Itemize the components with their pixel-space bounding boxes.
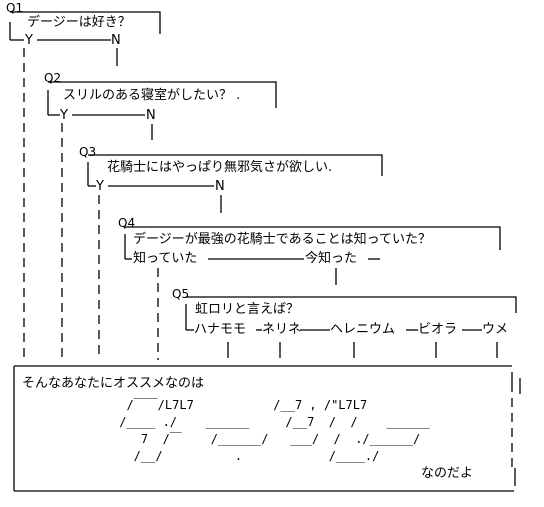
- q5-id: Q5: [172, 287, 190, 301]
- q5-option-viola: ビオラ: [418, 322, 458, 337]
- q5-box: [186, 296, 517, 313]
- q2-text: スリルのある寝室がしたい？ .: [63, 88, 241, 103]
- art-line: 7 /￣ /______/ ___/ / ./______/: [112, 432, 421, 446]
- q3-yes-label: Y: [96, 179, 104, 194]
- q4-text: デージーが最強の花騎士であることは知っていた？: [133, 232, 431, 247]
- q1-id: Q1: [6, 1, 24, 15]
- q2-yes-label: Y: [60, 108, 68, 123]
- q1-no-label: N: [111, 33, 121, 48]
- result-intro: そんなあなたにオススメなのは: [22, 376, 205, 391]
- q3-text: 花騎士にはやっぱり無邪気さが欲しい.: [107, 160, 333, 175]
- result-outro: なのだよ: [421, 466, 474, 481]
- q3-id: Q3: [79, 145, 97, 159]
- q2-box: [48, 81, 277, 108]
- q2-no-label: N: [146, 108, 156, 123]
- q4-box: [125, 226, 501, 250]
- art-line: /__/ . /____./: [112, 449, 380, 463]
- q4-yes-label: 知っていた: [133, 251, 198, 266]
- q4-id: Q4: [118, 216, 136, 230]
- q1-box: [10, 11, 161, 34]
- q2-id: Q2: [44, 71, 62, 85]
- q1-text: デージーは好き？: [27, 15, 131, 30]
- q5-option-nerine: ネリネ: [262, 322, 302, 337]
- q5-option-hanamomo: ハナモモ: [194, 322, 247, 337]
- q5-option-helenium: ヘレニウム: [330, 322, 396, 337]
- art-line: /￣￣/L7L7 /__7 , /"L7L7: [112, 398, 368, 412]
- q1-yes-label: Y: [25, 33, 33, 48]
- q3-no-label: N: [215, 179, 225, 194]
- q3-box: [88, 154, 383, 176]
- q5-option-ume: ウメ: [482, 322, 509, 337]
- art-line: /____ ./ ______ /__7 / / ______: [112, 415, 430, 429]
- q4-no-label: 今知った: [305, 251, 358, 266]
- q5-text: 虹ロリと言えば？: [195, 302, 300, 317]
